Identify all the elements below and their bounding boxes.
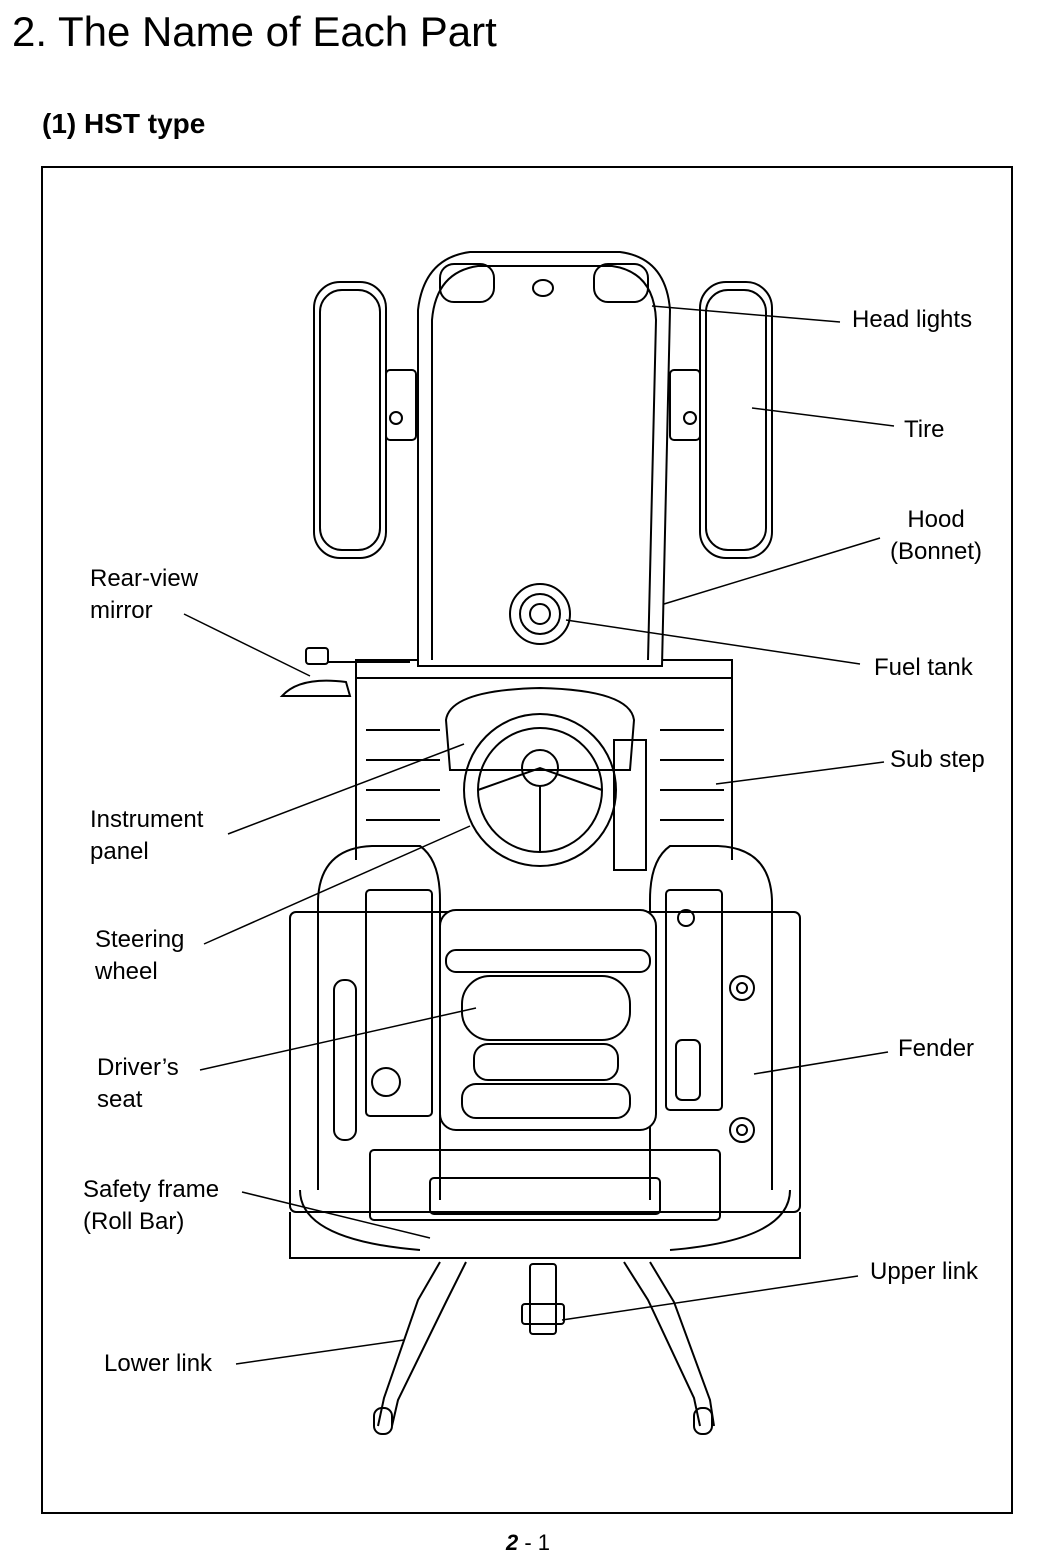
- label-steering-line2: wheel: [95, 958, 158, 985]
- section-title: (1) HST type: [42, 108, 206, 139]
- label-instrument-line1: Instrument: [90, 806, 204, 833]
- label-tire: Tire: [904, 416, 945, 443]
- hood: [417, 251, 672, 667]
- label-seat-line1: Driver’s: [97, 1054, 179, 1081]
- label-fender: Fender: [898, 1035, 975, 1062]
- label-safety-line1: Safety frame: [83, 1176, 220, 1203]
- label-sub-step: Sub step: [890, 746, 985, 773]
- page-index: 1: [537, 1530, 551, 1555]
- dashboard-steering: [444, 686, 636, 867]
- label-mirror-line2: mirror: [90, 597, 153, 624]
- label-hood-line1: Hood: [907, 506, 965, 533]
- label-mirror-line1: Rear-view: [90, 565, 199, 592]
- page-number: 2 - 1: [0, 1530, 1056, 1556]
- label-seat-line2: seat: [97, 1086, 143, 1113]
- label-drivers-seat: Driver’s seat: [97, 1052, 179, 1116]
- label-safety-frame: Safety frame (Roll Bar): [83, 1174, 219, 1238]
- label-steering-wheel: Steering wheel: [95, 924, 184, 988]
- floor-deck: [355, 659, 733, 871]
- label-instrument-line2: panel: [90, 838, 149, 865]
- page-title: 2. The Name of Each Part: [12, 8, 497, 55]
- page-chapter: 2: [505, 1530, 519, 1555]
- page-separator: -: [524, 1530, 532, 1555]
- label-rear-view-mirror: Rear-view mirror: [90, 563, 198, 627]
- label-head-lights: Head lights: [852, 306, 973, 333]
- front-tires: [313, 281, 773, 559]
- rear-frame-links: [369, 1149, 721, 1435]
- rear-body: [289, 845, 801, 1259]
- label-lower-link: Lower link: [104, 1350, 213, 1377]
- diagram-frame: [41, 166, 1013, 1514]
- label-upper-link: Upper link: [870, 1258, 979, 1285]
- seat: [439, 909, 657, 1131]
- leader-lines: [183, 305, 895, 1365]
- label-hood-line2: (Bonnet): [889, 538, 983, 565]
- label-hood: Hood (Bonnet): [880, 504, 992, 568]
- label-safety-line2: (Roll Bar): [83, 1208, 185, 1235]
- label-steering-line1: Steering: [95, 926, 185, 953]
- label-instrument-panel: Instrument panel: [90, 804, 203, 868]
- label-fuel-tank: Fuel tank: [874, 654, 973, 681]
- mirror: [279, 647, 410, 697]
